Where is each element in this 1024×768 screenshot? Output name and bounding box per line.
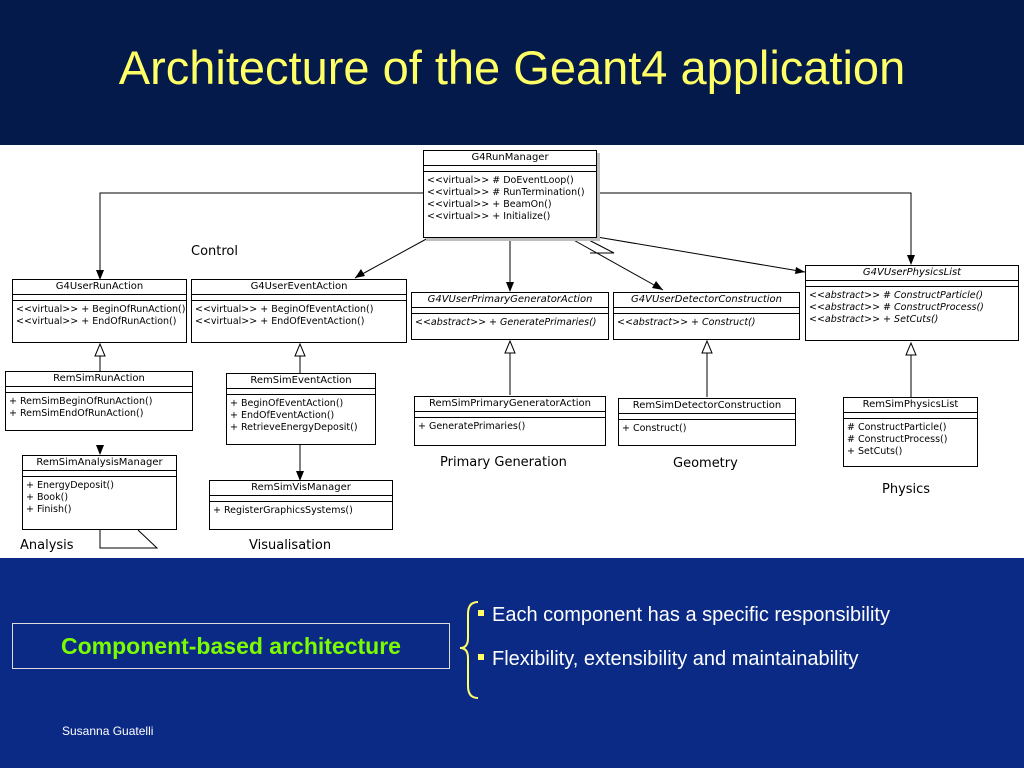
op: + RemSimEndOfRunAction(): [9, 408, 144, 419]
bullet-square-icon: [478, 609, 484, 616]
class-g4usereventaction: G4UserEventAction <<virtual>> + BeginOfE…: [191, 279, 407, 343]
bullet-item: Flexibility, extensibility and maintaina…: [478, 648, 890, 671]
class-name: RemSimVisManager: [210, 481, 392, 496]
class-ops: + RemSimBeginOfRunAction() + RemSimEndOf…: [6, 393, 192, 423]
op: + Book(): [26, 492, 69, 503]
class-g4runmanager: G4RunManager <<virtual>> # DoEventLoop()…: [423, 150, 597, 238]
op: <<virtual>> + BeginOfRunAction(): [16, 304, 186, 315]
assoc-physics-list: [597, 192, 912, 263]
class-name: RemSimAnalysisManager: [23, 456, 176, 471]
label-control: Control: [191, 244, 238, 259]
class-name: G4UserEventAction: [192, 280, 406, 295]
class-ops: <<virtual>> # DoEventLoop() <<virtual>> …: [424, 172, 596, 226]
class-ops: + Construct(): [619, 420, 795, 438]
op: <<virtual>> # DoEventLoop(): [427, 175, 574, 186]
op: # ConstructParticle(): [847, 422, 947, 433]
op: <<abstract>> # ConstructProcess(): [809, 302, 984, 313]
op: <<virtual>> + EndOfEventAction(): [195, 316, 365, 327]
op: + EnergyDeposit(): [26, 480, 114, 491]
op: <<abstract>> # ConstructParticle(): [809, 290, 983, 301]
slide-title: Architecture of the Geant4 application: [118, 41, 906, 94]
class-ops: + BeginOfEventAction() + EndOfEventActio…: [227, 395, 375, 437]
class-name: G4VUserPrimaryGeneratorAction: [412, 293, 608, 308]
class-remsimphysicslist: RemSimPhysicsList # ConstructParticle() …: [843, 397, 978, 467]
class-name: G4VUserDetectorConstruction: [614, 293, 799, 308]
op: <<abstract>> + GeneratePrimaries(): [415, 317, 597, 328]
bullet-square-icon: [478, 653, 484, 660]
class-name: RemSimEventAction: [227, 374, 375, 389]
architecture-label: Component-based architecture: [61, 632, 401, 659]
class-remsimprimarygeneratoraction: RemSimPrimaryGeneratorAction + GenerateP…: [414, 396, 606, 446]
footer-panel: [0, 558, 1024, 768]
bullet-item: Each component has a specific responsibi…: [478, 604, 890, 627]
class-name: G4UserRunAction: [13, 280, 186, 295]
architecture-label-box: Component-based architecture: [12, 623, 450, 669]
class-remsimrunaction: RemSimRunAction + RemSimBeginOfRunAction…: [5, 371, 193, 431]
assoc-detector: [569, 237, 664, 291]
title-bar: [0, 0, 1024, 145]
op: + RemSimBeginOfRunAction(): [9, 396, 153, 407]
class-remsimeventaction: RemSimEventAction + BeginOfEventAction()…: [226, 373, 376, 445]
op: <<virtual>> # RunTermination(): [427, 187, 585, 198]
class-ops: + EnergyDeposit() + Book() + Finish(): [23, 477, 176, 519]
class-ops: + GeneratePrimaries(): [415, 418, 605, 436]
bullet-text: Flexibility, extensibility and maintaina…: [492, 648, 859, 670]
op: + EndOfEventAction(): [230, 410, 335, 421]
class-remsimanalysismanager: RemSimAnalysisManager + EnergyDeposit() …: [22, 455, 177, 530]
class-g4vuserprimarygeneratoraction: G4VUserPrimaryGeneratorAction <<abstract…: [411, 292, 609, 340]
op: + RegisterGraphicsSystems(): [213, 505, 353, 516]
assoc-run-action: [99, 192, 423, 278]
label-physics: Physics: [882, 482, 931, 497]
class-ops: <<abstract>> # ConstructParticle() <<abs…: [806, 287, 1018, 329]
op: + Finish(): [26, 504, 72, 515]
bullet-list: Each component has a specific responsibi…: [478, 604, 890, 692]
op: <<virtual>> + BeamOn(): [427, 199, 552, 210]
op: + SetCuts(): [847, 446, 903, 457]
uml-diagram: G4RunManager <<virtual>> # DoEventLoop()…: [0, 145, 1024, 558]
class-name: RemSimDetectorConstruction: [619, 399, 795, 414]
diagram-connectors: [94, 192, 917, 549]
assoc-physics-lower: [596, 236, 806, 273]
assoc-event-action: [354, 236, 431, 279]
class-remsimdetectorconstruction: RemSimDetectorConstruction + Construct(): [618, 398, 796, 446]
op: <<virtual>> + EndOfRunAction(): [16, 316, 177, 327]
label-primary-generation: Primary Generation: [440, 455, 567, 470]
brace-icon: [459, 601, 479, 699]
class-ops: # ConstructParticle() # ConstructProcess…: [844, 419, 977, 461]
class-ops: + RegisterGraphicsSystems(): [210, 502, 392, 520]
op: + BeginOfEventAction(): [230, 398, 344, 409]
class-g4vuserphysicslist: G4VUserPhysicsList <<abstract>> # Constr…: [805, 265, 1019, 341]
author-footer: Susanna Guatelli: [62, 724, 154, 738]
op: # ConstructProcess(): [847, 434, 948, 445]
class-name: G4VUserPhysicsList: [806, 266, 1018, 281]
bullet-text: Each component has a specific responsibi…: [492, 604, 890, 626]
class-ops: <<abstract>> + GeneratePrimaries(): [412, 314, 608, 332]
class-name: RemSimRunAction: [6, 372, 192, 387]
class-name: RemSimPhysicsList: [844, 398, 977, 413]
op: <<virtual>> + Initialize(): [427, 211, 551, 222]
op: + RetrieveEnergyDeposit(): [230, 422, 358, 433]
class-g4userrunaction: G4UserRunAction <<virtual>> + BeginOfRun…: [12, 279, 187, 343]
class-ops: <<abstract>> + Construct(): [614, 314, 799, 332]
op: + Construct(): [622, 423, 687, 434]
op: <<virtual>> + BeginOfEventAction(): [195, 304, 374, 315]
class-name: RemSimPrimaryGeneratorAction: [415, 397, 605, 412]
label-visualisation: Visualisation: [249, 538, 332, 553]
class-g4vuserdetectorconstruction: G4VUserDetectorConstruction <<abstract>>…: [613, 292, 800, 340]
label-geometry: Geometry: [673, 456, 738, 471]
op: + GeneratePrimaries(): [418, 421, 526, 432]
op: <<abstract>> + Construct(): [617, 317, 756, 328]
class-remsimvismanager: RemSimVisManager + RegisterGraphicsSyste…: [209, 480, 393, 530]
class-ops: <<virtual>> + BeginOfRunAction() <<virtu…: [13, 301, 186, 331]
class-ops: <<virtual>> + BeginOfEventAction() <<vir…: [192, 301, 406, 331]
op: <<abstract>> + SetCuts(): [809, 314, 939, 325]
class-name: G4RunManager: [424, 151, 596, 166]
label-analysis: Analysis: [20, 538, 74, 553]
